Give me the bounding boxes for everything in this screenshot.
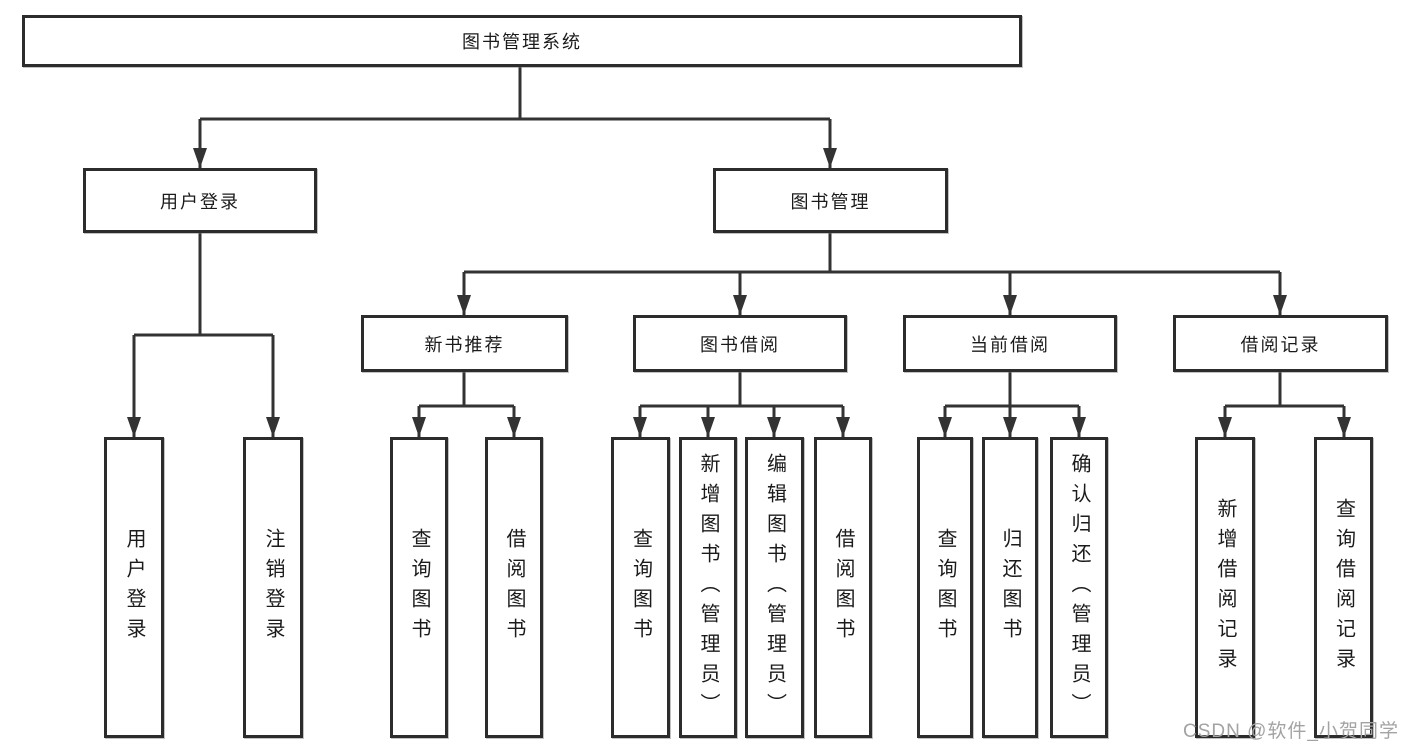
node-new-book-recommend-label: 新书推荐 bbox=[424, 334, 505, 355]
leaf-cb-return-books-label: 归还图书 bbox=[999, 527, 1021, 648]
node-book-management-label: 图书管理 bbox=[790, 191, 871, 212]
leaf-nbr-borrow-books-label: 借阅图书 bbox=[503, 527, 525, 648]
connector-book-management bbox=[457, 233, 1287, 315]
leaf-cb-confirm-return-admin-label: 确认归还（管理员） bbox=[1068, 452, 1090, 723]
connector-book-borrow bbox=[633, 372, 850, 437]
leaf-cb-return-books: 归还图书 bbox=[982, 437, 1038, 738]
connector-root bbox=[193, 67, 837, 168]
node-root-label: 图书管理系统 bbox=[462, 32, 582, 52]
leaf-bb-add-books-admin-label: 新增图书（管理员） bbox=[697, 452, 719, 723]
connector-borrow-records bbox=[1218, 372, 1351, 437]
leaf-bb-borrow-books: 借阅图书 bbox=[814, 437, 872, 738]
connector-current-borrow bbox=[938, 372, 1086, 437]
leaf-user-login-label: 用户登录 bbox=[123, 527, 145, 648]
node-book-borrow-label: 图书借阅 bbox=[700, 334, 780, 355]
leaf-cb-confirm-return-admin: 确认归还（管理员） bbox=[1050, 437, 1108, 738]
node-user-login-label: 用户登录 bbox=[160, 191, 240, 212]
leaf-user-login: 用户登录 bbox=[104, 437, 164, 738]
leaf-logout-label: 注销登录 bbox=[262, 527, 284, 648]
connector-user-login bbox=[127, 233, 280, 437]
leaf-logout: 注销登录 bbox=[243, 437, 303, 738]
node-book-borrow: 图书借阅 bbox=[633, 315, 847, 372]
leaf-br-add-record-label: 新增借阅记录 bbox=[1214, 497, 1236, 678]
node-current-borrow-label: 当前借阅 bbox=[970, 334, 1050, 355]
leaf-cb-query-books: 查询图书 bbox=[917, 437, 973, 738]
leaf-br-query-record-label: 查询借阅记录 bbox=[1332, 497, 1355, 678]
leaf-br-add-record: 新增借阅记录 bbox=[1195, 437, 1255, 738]
leaf-nbr-query-books: 查询图书 bbox=[390, 437, 448, 738]
node-user-login: 用户登录 bbox=[83, 168, 317, 233]
leaf-bb-query-books: 查询图书 bbox=[611, 437, 670, 738]
leaf-bb-edit-books-admin: 编辑图书（管理员） bbox=[745, 437, 804, 738]
node-new-book-recommend: 新书推荐 bbox=[361, 315, 568, 372]
leaf-br-query-record: 查询借阅记录 bbox=[1314, 437, 1373, 738]
leaf-nbr-borrow-books: 借阅图书 bbox=[485, 437, 543, 738]
leaf-cb-query-books-label: 查询图书 bbox=[934, 527, 956, 648]
leaf-bb-query-books-label: 查询图书 bbox=[629, 527, 652, 648]
leaf-bb-borrow-books-label: 借阅图书 bbox=[832, 527, 854, 648]
leaf-bb-add-books-admin: 新增图书（管理员） bbox=[679, 437, 737, 738]
node-root: 图书管理系统 bbox=[22, 15, 1022, 67]
csdn-watermark: CSDN @软件_小贺同学 bbox=[1183, 721, 1399, 742]
leaf-bb-edit-books-admin-label: 编辑图书（管理员） bbox=[763, 452, 786, 723]
node-borrow-records: 借阅记录 bbox=[1173, 315, 1388, 372]
connector-new-book-recommend bbox=[412, 372, 521, 437]
node-book-management: 图书管理 bbox=[713, 168, 948, 233]
node-borrow-records-label: 借阅记录 bbox=[1240, 334, 1321, 355]
leaf-nbr-query-books-label: 查询图书 bbox=[408, 527, 430, 648]
node-current-borrow: 当前借阅 bbox=[903, 315, 1117, 372]
